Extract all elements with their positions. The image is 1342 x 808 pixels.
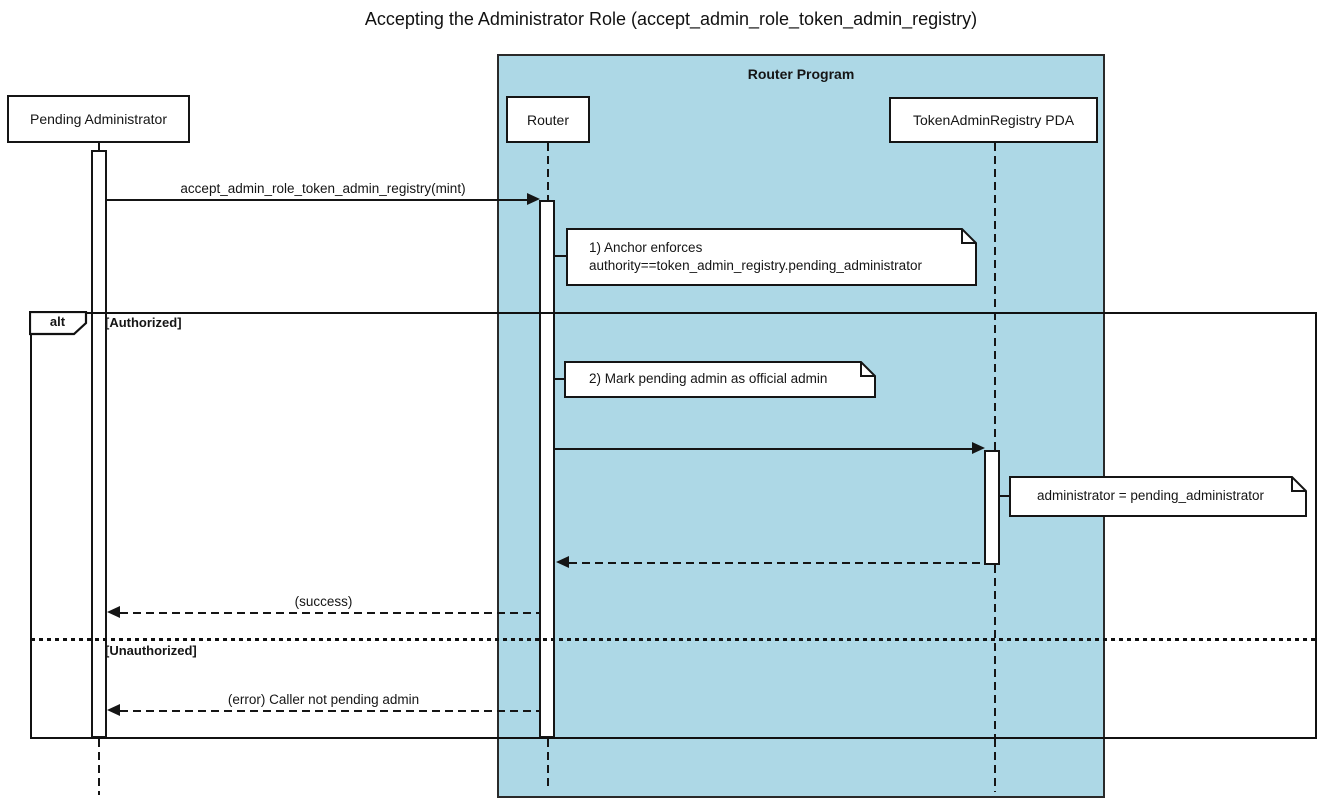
arrowhead-right-icon [972,442,985,454]
participant-router: Router [506,96,590,143]
participant-token-admin-registry-pda: TokenAdminRegistry PDA [889,97,1098,143]
lifeline-token-admin-registry-pda [994,739,996,792]
note-text: administrator = pending_administrator [1037,488,1264,503]
arrowhead-left-icon [556,556,569,568]
participant-label: TokenAdminRegistry PDA [912,112,1075,128]
alt-operator-label: alt [49,314,66,329]
message-label-error: (error) Caller not pending admin [227,692,420,707]
alt-divider [31,638,1315,641]
participant-label: Router [526,111,570,128]
lifeline-token-admin-registry-pda [994,143,996,450]
lifeline-pending-administrator [98,143,100,151]
note-connector [555,255,566,257]
note-administrator-assignment [1009,476,1307,517]
message-label-accept-admin-role: accept_admin_role_token_admin_registry(m… [180,181,466,196]
guard-unauthorized: [Unauthorized] [105,643,197,658]
return-line [120,612,540,614]
participant-pending-administrator: Pending Administrator [7,95,190,143]
arrowhead-left-icon [107,606,120,618]
note-mark-pending-admin [564,361,876,398]
participant-label: Pending Administrator [30,111,167,127]
note-text: 1) Anchor enforces authority==token_admi… [589,240,922,273]
lifeline-token-admin-registry-pda [994,565,996,738]
message-line [106,199,529,201]
lifeline-router [547,143,549,200]
note-connector [1000,495,1009,497]
alt-fragment-frame [30,312,1317,739]
router-program-frame: Router Program [497,54,1105,798]
alt-operator-pentagon [29,311,88,336]
guard-authorized: [Authorized] [105,315,182,330]
message-label-success: (success) [294,594,353,609]
note-connector [555,378,564,380]
return-line [120,710,540,712]
note-anchor-enforces [566,228,977,286]
arrowhead-left-icon [107,704,120,716]
diagram-title: Accepting the Administrator Role (accept… [364,9,978,29]
router-program-label: Router Program [747,66,855,82]
activation-token-admin-registry-pda [984,450,1000,565]
lifeline-pending-administrator [98,739,100,795]
message-line [555,448,973,450]
note-text: 2) Mark pending admin as official admin [589,371,828,386]
lifeline-router [547,739,549,791]
return-line [569,562,985,564]
arrowhead-right-icon [527,193,540,205]
